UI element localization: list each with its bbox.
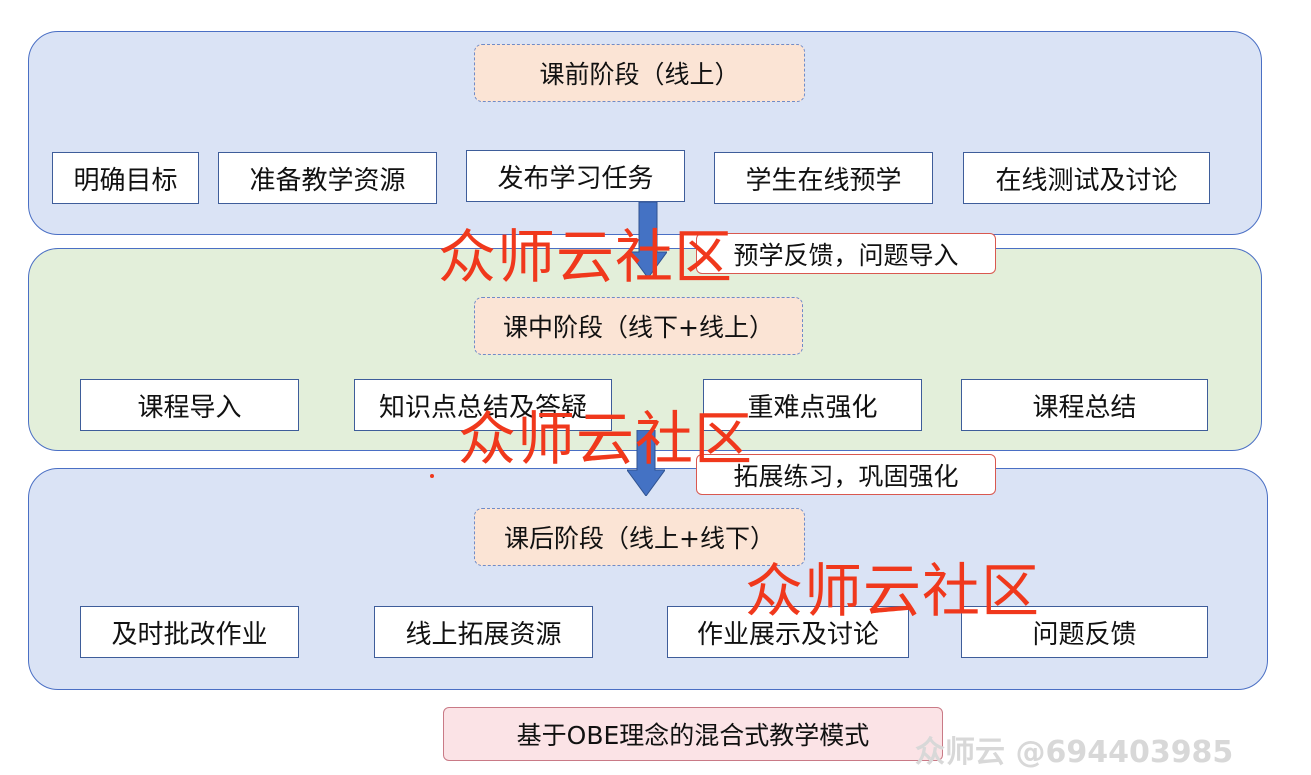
stray-dot — [430, 474, 434, 478]
transition-note-2: 拓展练习，巩固强化 — [696, 454, 996, 495]
watermark-1: 众师云社区 — [438, 223, 734, 291]
in-class-stage-title: 课中阶段（线下+线上） — [474, 297, 803, 355]
watermark-2: 众师云社区 — [458, 405, 754, 473]
footer-watermark: 众师云 @694403985 — [915, 735, 1234, 770]
in-step-4: 课程总结 — [961, 379, 1208, 431]
pre-step-2: 准备教学资源 — [218, 152, 437, 204]
in-step-3: 重难点强化 — [703, 379, 922, 431]
pre-step-4: 学生在线预学 — [714, 152, 933, 204]
post-step-4: 问题反馈 — [961, 606, 1208, 658]
watermark-3: 众师云社区 — [745, 557, 1041, 625]
pre-step-5: 在线测试及讨论 — [963, 152, 1210, 204]
pre-step-1: 明确目标 — [52, 152, 199, 204]
post-step-2: 线上拓展资源 — [374, 606, 593, 658]
down-arrow-2 — [627, 430, 665, 496]
in-step-2: 知识点总结及答疑 — [354, 379, 612, 431]
down-arrow-1 — [629, 202, 667, 278]
in-step-1: 课程导入 — [80, 379, 299, 431]
transition-note-1: 预学反馈，问题导入 — [696, 233, 996, 274]
pre-step-3: 发布学习任务 — [466, 150, 685, 202]
diagram-caption: 基于OBE理念的混合式教学模式 — [443, 707, 943, 761]
pre-class-stage-title: 课前阶段（线上） — [474, 44, 805, 102]
post-class-stage-title: 课后阶段（线上+线下） — [474, 508, 805, 566]
post-step-1: 及时批改作业 — [80, 606, 299, 658]
post-step-3: 作业展示及讨论 — [667, 606, 909, 658]
